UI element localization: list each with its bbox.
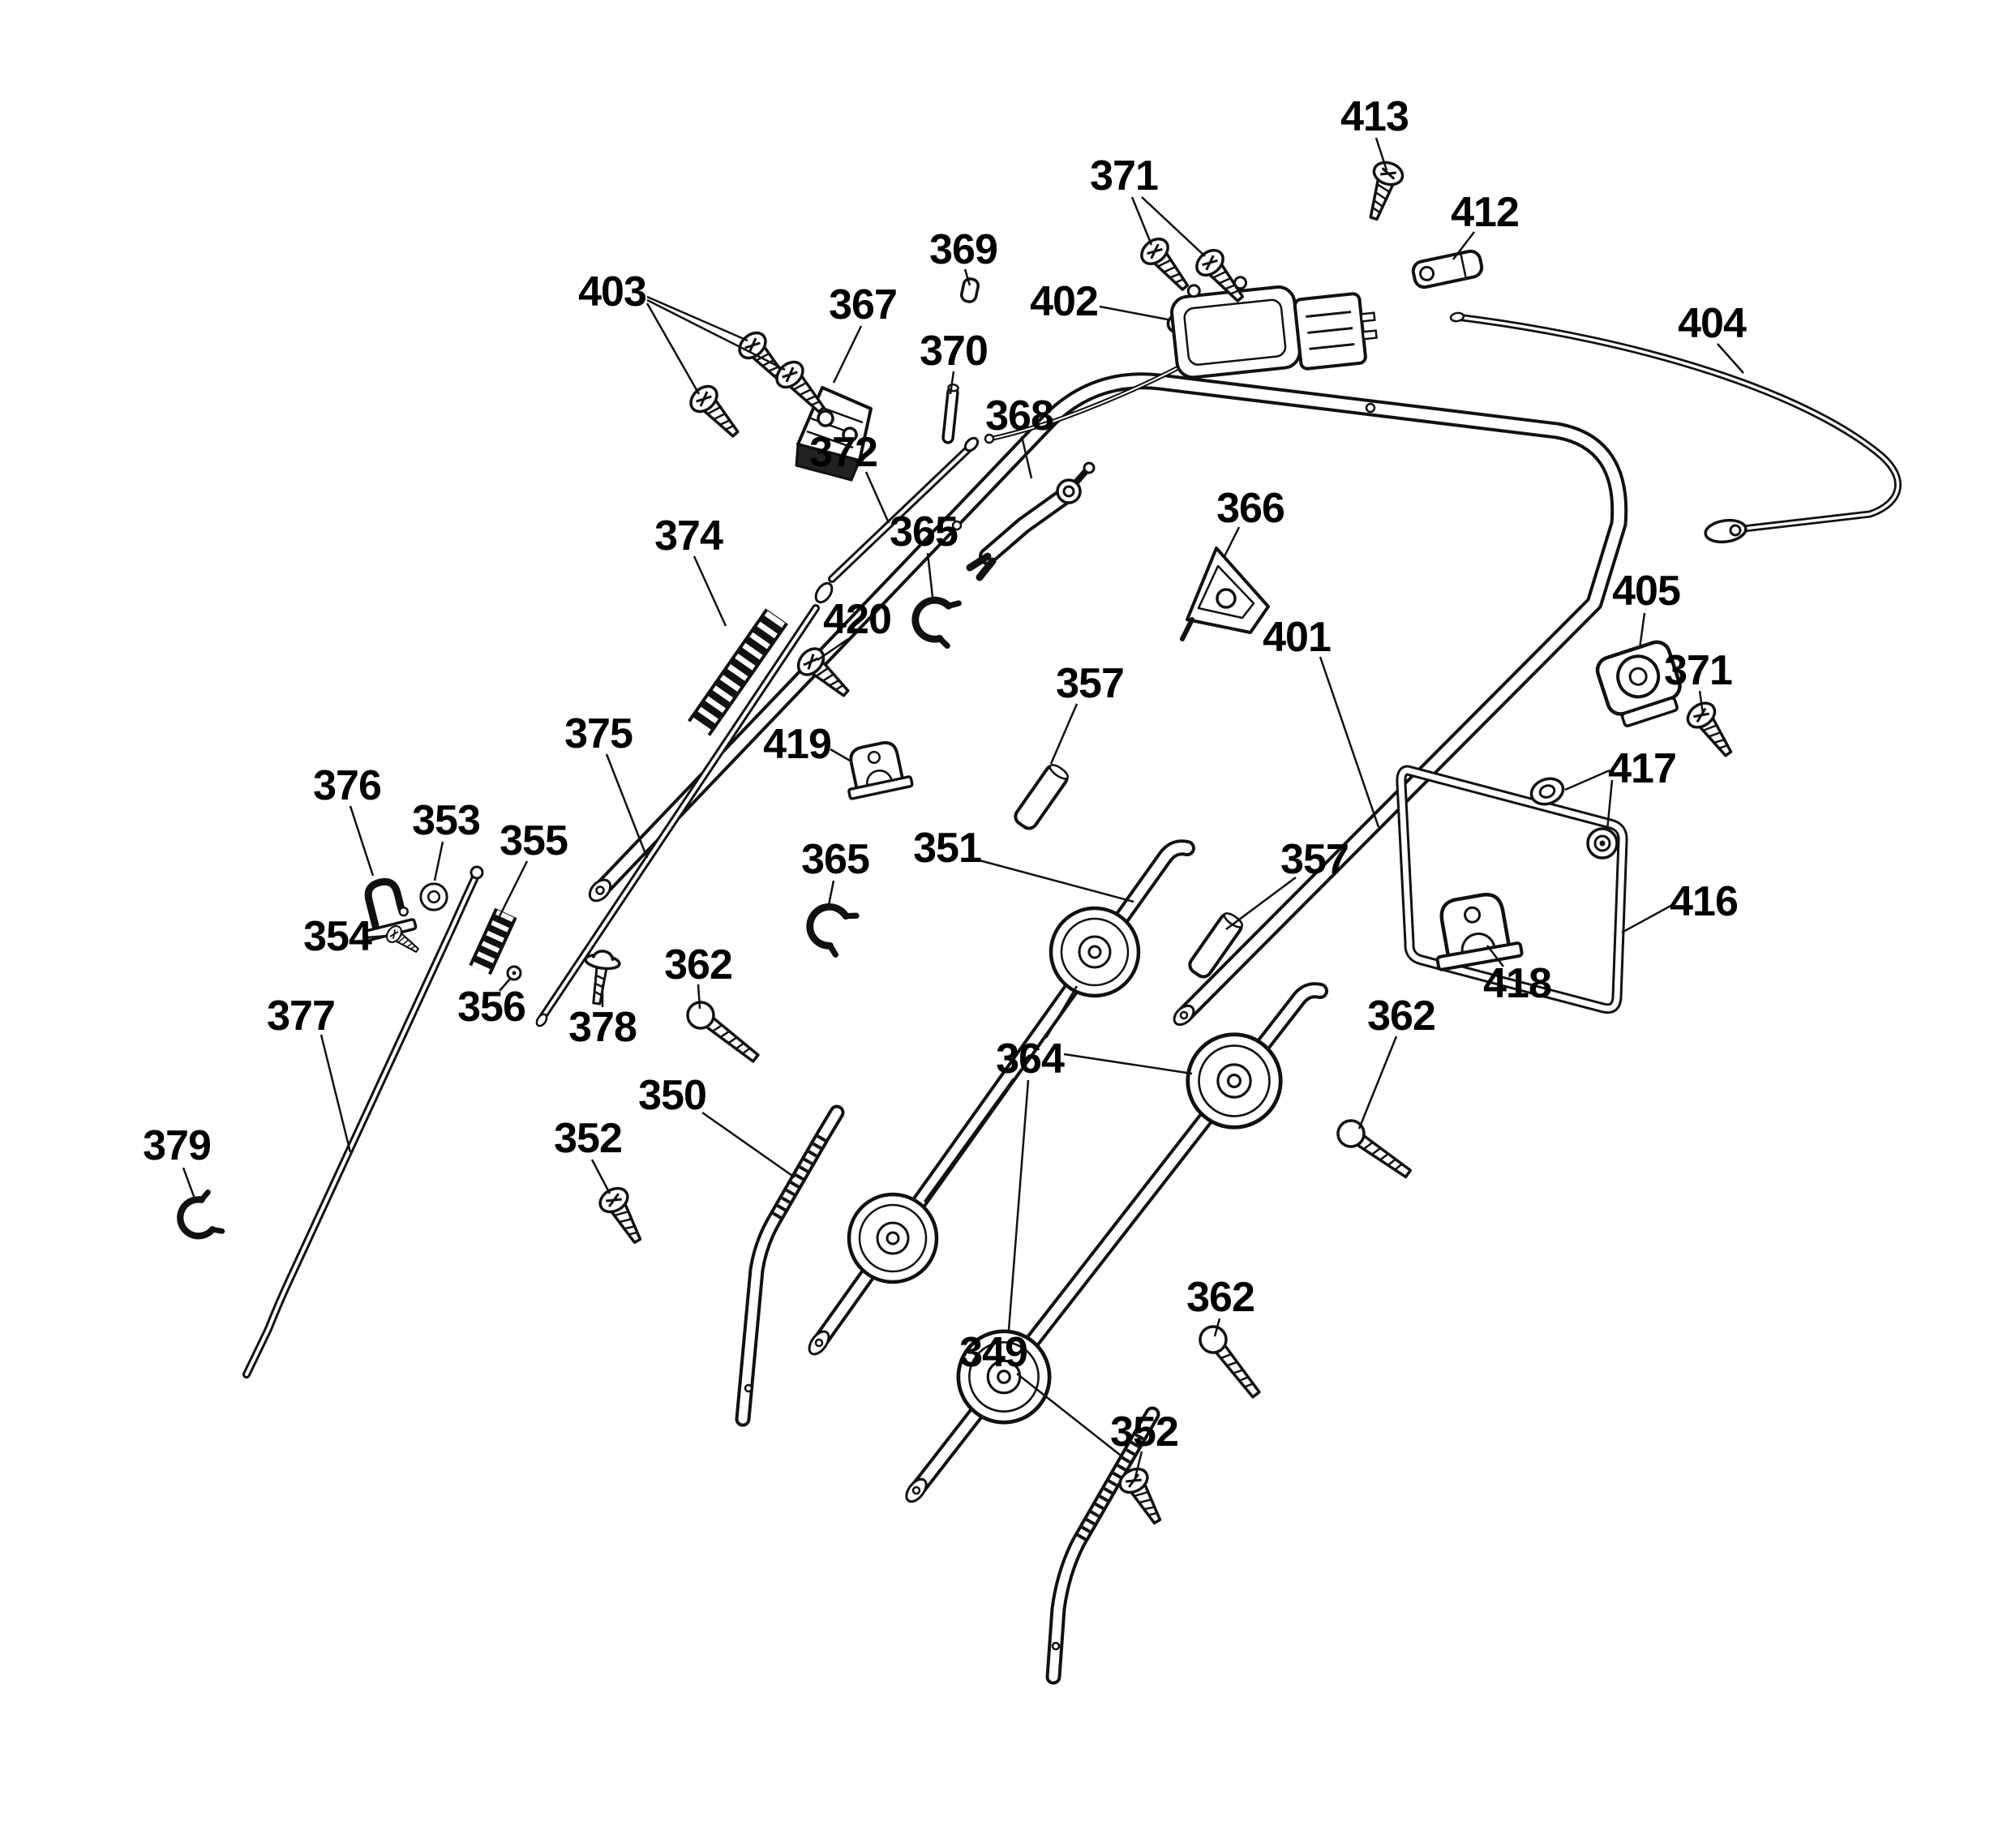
part-label-368-9: 368 [985, 392, 1054, 439]
washer-417-a [1529, 777, 1565, 806]
bushing-369 [960, 277, 980, 303]
ball-356 [506, 965, 522, 981]
part-label-412-2: 412 [1451, 189, 1520, 236]
part-label-350-37: 350 [638, 1072, 707, 1119]
spring-sleeve-374 [688, 608, 788, 736]
part-label-357-27: 357 [1280, 836, 1349, 883]
part-label-366-11: 366 [1216, 485, 1285, 532]
grip-sleeve-355 [469, 907, 517, 975]
part-label-362-36: 362 [1367, 993, 1436, 1040]
part-label-351-26: 351 [913, 825, 982, 872]
part-label-378-32: 378 [568, 1004, 637, 1051]
part-label-353-23: 353 [412, 797, 481, 844]
part-label-413-0: 413 [1340, 93, 1409, 140]
clamp-418 [1435, 892, 1524, 971]
link-412 [1411, 249, 1484, 289]
part-label-362-33: 362 [664, 941, 733, 988]
part-label-371-1: 371 [1090, 152, 1159, 199]
part-label-418-30: 418 [1483, 960, 1552, 1007]
lift-rod-377 [242, 865, 484, 1378]
part-label-365-13: 365 [890, 508, 958, 555]
part-label-417-20: 417 [1608, 745, 1677, 792]
grommet-417-b [1586, 827, 1619, 860]
leader-lines [182, 137, 1744, 1478]
part-label-416-28: 416 [1670, 878, 1739, 925]
part-label-419-19: 419 [763, 721, 832, 768]
part-label-379-39: 379 [143, 1122, 212, 1169]
guard-loop-416 [1396, 765, 1628, 1014]
switch-cable [984, 366, 1180, 444]
part-label-402-6: 402 [1030, 278, 1099, 325]
lower-handle-leg-right [905, 982, 1328, 1503]
handle-tube-349 [1045, 1406, 1160, 1685]
part-label-355-24: 355 [500, 817, 568, 864]
part-label-369-4: 369 [929, 226, 998, 273]
part-label-354-29: 354 [303, 913, 372, 960]
part-label-362-40: 362 [1186, 1274, 1255, 1321]
spacer-tube-357-upper [1014, 764, 1070, 830]
part-label-403-3: 403 [578, 268, 647, 315]
part-label-420-14: 420 [823, 596, 892, 643]
pivot-block-405 [1595, 640, 1682, 727]
part-label-376-22: 376 [313, 762, 382, 809]
part-label-370-8: 370 [920, 328, 988, 375]
part-label-367-5: 367 [829, 281, 898, 328]
throttle-rod-404 [1449, 311, 1902, 544]
part-label-405-16: 405 [1612, 568, 1681, 615]
part-label-352-38: 352 [554, 1115, 623, 1162]
upper-handle-tube-401 [588, 372, 1628, 1027]
part-label-349-41: 349 [959, 1329, 1028, 1376]
part-label-404-7: 404 [1678, 300, 1747, 347]
part-label-356-31: 356 [457, 984, 526, 1031]
switch-housing-402 [1166, 276, 1378, 379]
part-label-371-17: 371 [1664, 647, 1733, 694]
flanged-bolt-378 [584, 950, 621, 1005]
part-label-372-10: 372 [809, 429, 878, 476]
part-label-374-12: 374 [654, 512, 723, 560]
part-label-364-35: 364 [996, 1035, 1065, 1083]
part-label-401-15: 401 [1263, 614, 1332, 661]
clamp-419 [847, 741, 914, 800]
lower-handle-leg-left-351 [808, 839, 1195, 1356]
part-label-375-21: 375 [564, 710, 633, 757]
lever-368 [966, 461, 1096, 581]
handle-tube-350 [735, 1104, 845, 1427]
part-label-365-25: 365 [801, 836, 870, 883]
part-label-357-18: 357 [1056, 660, 1125, 707]
plate-366 [1180, 547, 1270, 641]
spacer-tube-357-lower [1188, 912, 1244, 979]
part-label-352-42: 352 [1110, 1409, 1179, 1456]
part-label-377-34: 377 [267, 993, 336, 1040]
brake-rod-375-372 [535, 436, 980, 1027]
